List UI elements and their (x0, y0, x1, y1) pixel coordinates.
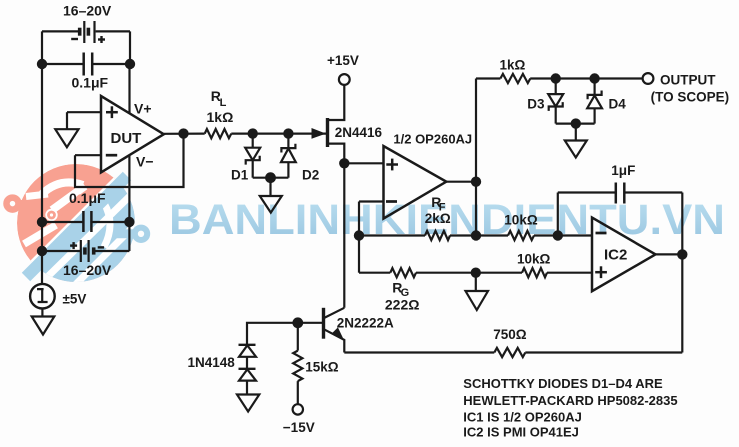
svg-text:0.1μF: 0.1μF (69, 190, 106, 206)
svg-text:OUTPUT: OUTPUT (660, 73, 716, 88)
svg-text:16–20V: 16–20V (63, 262, 112, 278)
svg-text:±5V: ±5V (63, 292, 87, 307)
svg-text:IC2 IS PMI OP41EJ: IC2 IS PMI OP41EJ (463, 424, 579, 439)
svg-text:1kΩ: 1kΩ (207, 109, 234, 125)
svg-text:R: R (211, 88, 221, 104)
svg-text:DUT: DUT (111, 130, 142, 147)
svg-text:−15V: −15V (283, 420, 315, 435)
svg-text:0.1μF: 0.1μF (72, 75, 109, 91)
svg-text:D2: D2 (302, 168, 319, 183)
svg-text:+15V: +15V (327, 53, 359, 68)
svg-text:L: L (220, 97, 227, 109)
svg-text:D4: D4 (609, 97, 627, 112)
svg-text:(TO SCOPE): (TO SCOPE) (651, 90, 730, 105)
svg-text:R: R (392, 280, 402, 296)
svg-text:IC1 IS 1/2 OP260AJ: IC1 IS 1/2 OP260AJ (463, 409, 582, 424)
svg-text:G: G (401, 287, 410, 299)
svg-text:HEWLETT-PACKARD HP5082-2835: HEWLETT-PACKARD HP5082-2835 (463, 393, 677, 408)
svg-text:1μF: 1μF (611, 163, 635, 178)
svg-text:1kΩ: 1kΩ (500, 58, 526, 73)
svg-text:2N4416: 2N4416 (335, 125, 383, 140)
svg-text:V+: V+ (134, 101, 152, 117)
svg-text:16–20V: 16–20V (63, 3, 112, 19)
svg-text:10kΩ: 10kΩ (517, 252, 551, 267)
svg-text:R: R (431, 194, 441, 210)
svg-text:1N4148: 1N4148 (188, 355, 236, 370)
svg-text:1/2 OP260AJ: 1/2 OP260AJ (393, 132, 472, 147)
svg-text:D3: D3 (527, 97, 545, 112)
svg-text:SCHOTTKY DIODES D1–D4 ARE: SCHOTTKY DIODES D1–D4 ARE (463, 376, 663, 391)
svg-text:2kΩ: 2kΩ (425, 211, 451, 226)
svg-text:IC2: IC2 (604, 247, 627, 264)
svg-text:750Ω: 750Ω (493, 327, 527, 342)
svg-text:10kΩ: 10kΩ (504, 213, 538, 228)
svg-text:222Ω: 222Ω (385, 297, 420, 313)
svg-text:2N2222A: 2N2222A (337, 316, 394, 331)
svg-text:D1: D1 (231, 168, 249, 183)
svg-text:V−: V− (136, 154, 154, 170)
svg-text:15kΩ: 15kΩ (305, 360, 339, 375)
svg-text:F: F (439, 202, 446, 214)
